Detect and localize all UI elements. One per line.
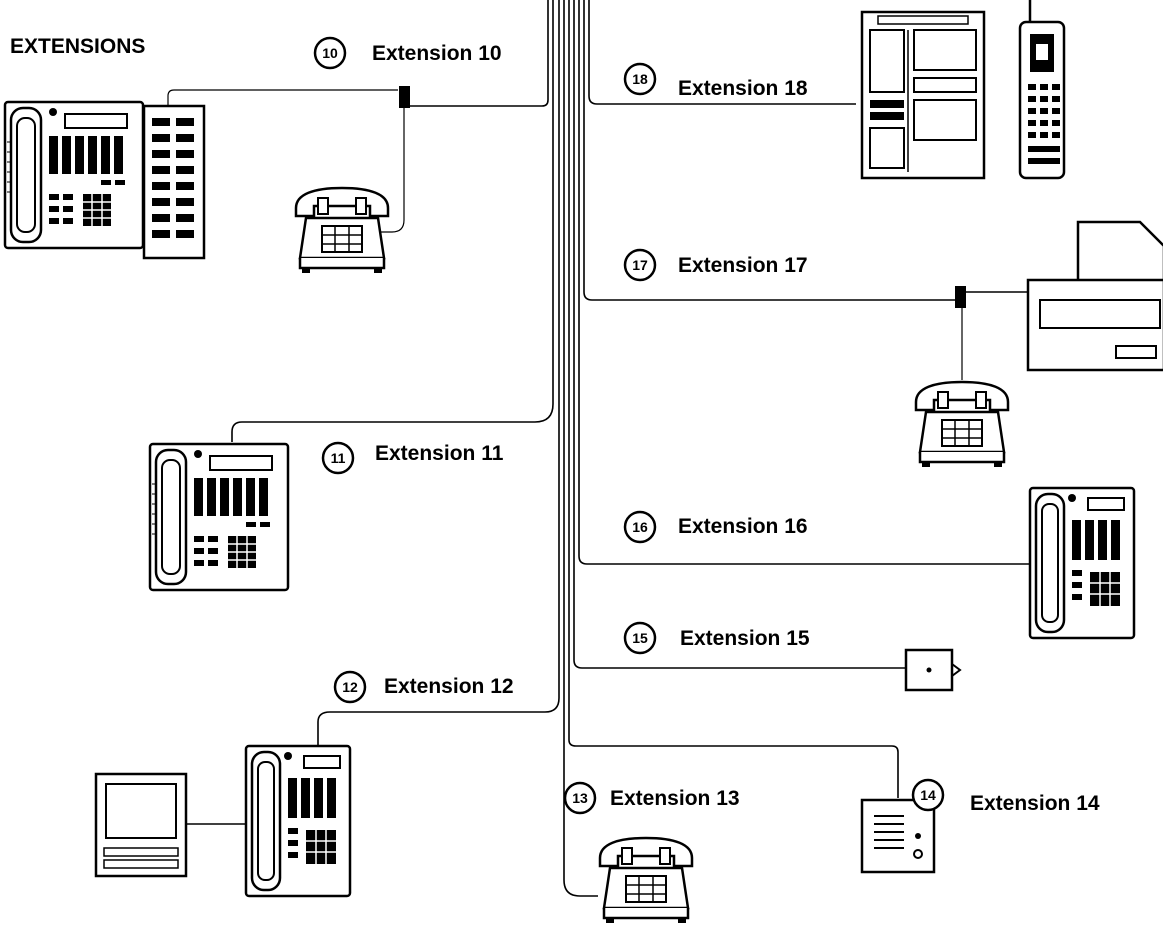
jack-10 [399,86,410,108]
cordless-handset-18 [1018,0,1066,180]
single-line-phone-13 [598,836,694,925]
multi-line-phone-11 [148,442,290,592]
badge-number-15: 15 [632,630,648,646]
badge-number-12: 12 [342,679,358,695]
answering-machine-buttons [103,847,179,869]
multi-line-phone-16 [1028,486,1136,640]
multi-line-phone-12 [244,744,352,898]
badge-number-18: 18 [632,71,648,87]
badge-number-17: 17 [632,257,648,273]
wire-10 [167,89,398,106]
badge-number-13: 13 [572,790,588,806]
intercom-speaker-14 [860,798,936,874]
extension-label-15: Extension 15 [680,627,810,650]
dss-buttons-10 [152,118,194,238]
loudspeaker-15 [904,648,962,692]
intercom-grille-14 [874,815,923,859]
extension-label-16: Extension 16 [678,515,808,538]
console-phone-10 [3,100,145,250]
badge-number-16: 16 [632,519,648,535]
extension-label-13: Extension 13 [610,787,740,810]
fax-machine-17 [1026,220,1163,372]
badge-number-14: 14 [920,787,936,803]
extension-label-10: Extension 10 [372,42,502,65]
wireless-base-station-18 [860,10,986,180]
single-line-phone-10 [294,186,390,275]
badge-number-10: 10 [322,45,338,61]
extension-label-11: Extension 11 [375,442,504,465]
jack-17 [955,286,966,308]
page-title: EXTENSIONS [10,35,145,58]
wire-10b [378,108,405,233]
badge-number-11: 11 [331,450,346,466]
answering-machine-screen [105,783,177,839]
extension-label-12: Extension 12 [384,675,514,698]
main-cable-trunk [231,0,1032,897]
single-line-phone-17 [914,380,1010,469]
extension-label-14: Extension 14 [970,792,1100,815]
extension-label-17: Extension 17 [678,254,808,277]
extension-label-18: Extension 18 [678,77,808,100]
